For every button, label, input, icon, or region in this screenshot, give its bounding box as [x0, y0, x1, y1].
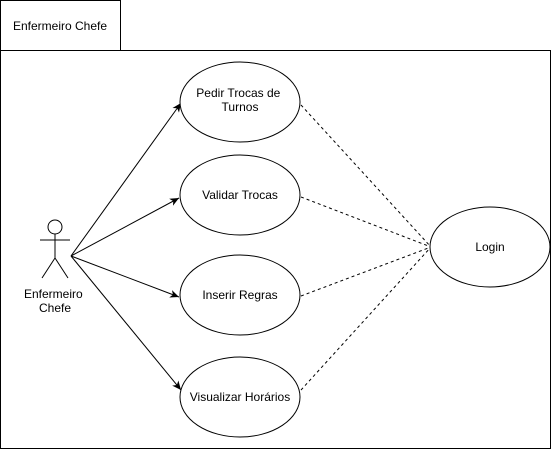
use-case-label: Pedir Trocas de Turnos: [196, 86, 283, 114]
use-case-ellipse[interactable]: [179, 154, 301, 236]
use-case-ellipse[interactable]: [179, 254, 301, 336]
use-case-label-line-2: Turnos: [222, 100, 259, 114]
actor-stick-figure-icon: [40, 219, 70, 279]
use-case-label: Validar Trocas: [202, 188, 278, 202]
dependencies: [300, 104, 432, 391]
use-case-pedir-trocas-de-turnos[interactable]: Pedir Trocas de Turnos: [179, 61, 301, 143]
use-case-label: Visualizar Horários: [190, 390, 290, 404]
use-case-validar-trocas[interactable]: Validar Trocas: [179, 154, 301, 236]
use-case-ellipse[interactable]: [179, 61, 301, 143]
association-visualizar-horarios: [70, 255, 182, 391]
frame-tab: [0, 0, 121, 51]
dependency-validar-trocas-login: [300, 196, 432, 248]
association-inserir-regras: [70, 255, 180, 298]
actor-label-line-1: Enfermeiro: [24, 287, 83, 301]
actor-enfermeiro-chefe: Enfermeiro Chefe: [24, 219, 86, 315]
dependency-visualizar-horarios-login: [300, 246, 432, 391]
use-case-label: Inserir Regras: [202, 288, 277, 302]
actor-label-line-2: Chefe: [39, 301, 71, 315]
association-validar-trocas: [70, 197, 180, 257]
use-case-visualizar-horarios[interactable]: Visualizar Horários: [179, 356, 301, 438]
frame-title: Enfermeiro Chefe: [13, 19, 107, 33]
associations: [70, 102, 182, 391]
dependency-pedir-trocas-de-turnos-login: [300, 104, 432, 248]
use-case-login[interactable]: Login: [429, 206, 551, 288]
actor-label: Enfermeiro Chefe: [24, 287, 86, 315]
use-case-label-line-1: Pedir Trocas de: [196, 86, 280, 100]
association-pedir-trocas-de-turnos: [70, 102, 182, 257]
use-case-label: Login: [475, 240, 504, 254]
use-case-ellipse[interactable]: [429, 206, 551, 288]
use-case-inserir-regras[interactable]: Inserir Regras: [179, 254, 301, 336]
dependency-inserir-regras-login: [300, 246, 432, 297]
use-case-ellipse[interactable]: [179, 356, 301, 438]
